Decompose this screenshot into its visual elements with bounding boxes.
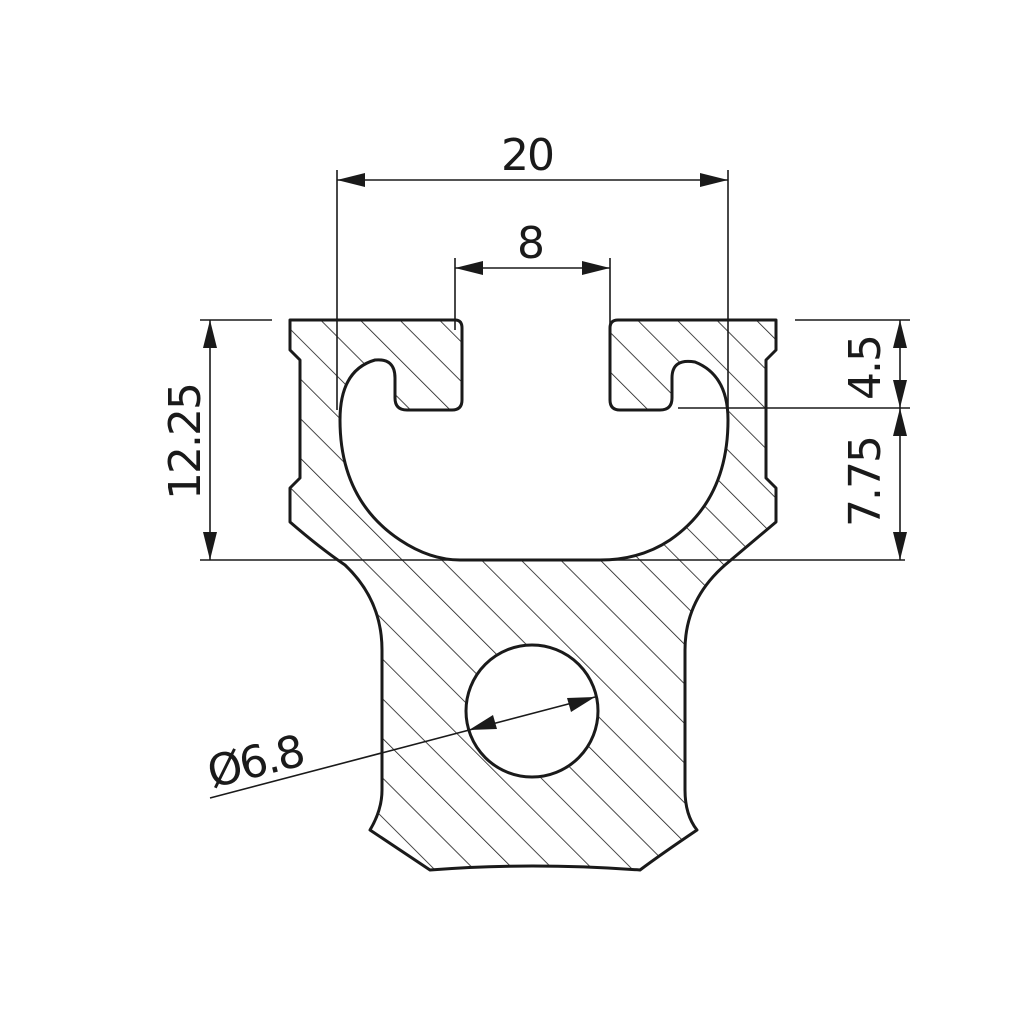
dim-total-height: 12.25 <box>160 319 905 561</box>
dim-overall-width-label: 20 <box>501 130 553 181</box>
dim-slot-opening-label: 8 <box>517 218 543 269</box>
dim-overall-width: 20 <box>336 130 729 410</box>
dim-right-heights: 4.5 7.75 <box>678 319 910 560</box>
dim-slot-opening: 8 <box>454 218 611 330</box>
profile-section <box>288 318 778 872</box>
dim-bore-diameter-label: Ø6.8 <box>202 726 308 799</box>
bore-hole <box>464 643 600 779</box>
dim-total-height-label: 12.25 <box>160 384 211 500</box>
dim-lip-height-label: 4.5 <box>840 336 891 400</box>
dim-lower-height-label: 7.75 <box>840 437 891 527</box>
